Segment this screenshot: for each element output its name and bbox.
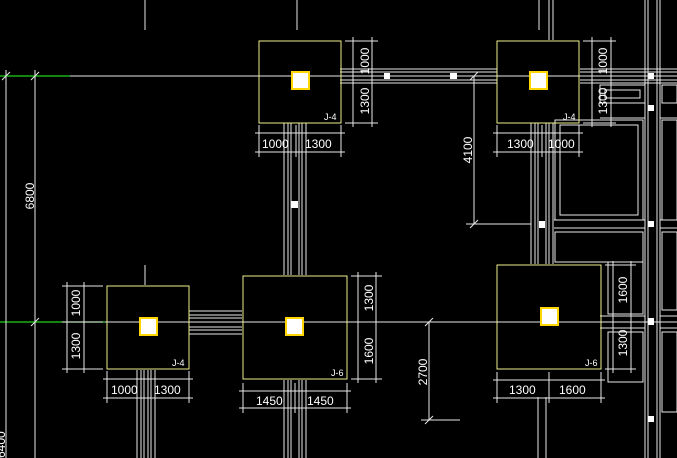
footing-dim-bottom: 1300 (154, 383, 181, 397)
footing-f1: J-4 1000 1300 1000 1300 (255, 37, 378, 157)
footing-dim-bottom: 1450 (256, 394, 283, 408)
footing-dim-side: 1000 (69, 289, 83, 316)
footing-tag: J-6 (331, 368, 344, 378)
footing-dim-side: 1600 (616, 276, 630, 303)
footing-dim-bottom: 1300 (507, 137, 534, 151)
footing-dim-side: 1600 (362, 337, 376, 364)
footing-f5: J-6 1300 1600 1600 1300 (493, 261, 636, 403)
footing-f2: J-4 1300 1000 1000 1300 (493, 37, 616, 157)
footing-dim-bottom: 1450 (307, 394, 334, 408)
footing-f4: J-6 1450 1450 1300 1600 (239, 272, 382, 413)
left-dimension-chain: 6800 6400 (0, 70, 40, 458)
footing-dim-side: 1300 (358, 87, 372, 114)
footing-dim-bottom: 1000 (262, 137, 289, 151)
footing-tag: J-6 (585, 358, 598, 368)
dim-4100: 4100 (461, 136, 475, 163)
footing-tag: J-4 (563, 112, 576, 122)
grid-axes (0, 0, 677, 323)
footing-dim-side: 1300 (616, 329, 630, 356)
dim-6800: 6800 (23, 182, 37, 209)
footing-tag: J-4 (324, 112, 337, 122)
dim-2700: 2700 (416, 358, 430, 385)
footing-dim-bottom: 1000 (548, 137, 575, 151)
footing-dim-bottom: 1000 (111, 383, 138, 397)
footing-dim-side: 1300 (362, 284, 376, 311)
footing-tag: J-4 (172, 358, 185, 368)
footing-dim-bottom: 1600 (559, 383, 586, 397)
dim-cut-label: 6400 (0, 431, 8, 458)
beam-lines (136, 0, 677, 458)
footing-dim-bottom: 1300 (509, 383, 536, 397)
footing-dim-side: 1000 (596, 47, 610, 74)
span-dimensions: 4100 2700 (416, 71, 531, 425)
footing-dim-side: 1300 (69, 332, 83, 359)
footing-dim-bottom: 1300 (305, 137, 332, 151)
footing-dim-side: 1300 (596, 87, 610, 114)
footing-f3: J-4 1000 1300 1000 1300 (62, 282, 193, 403)
footing-dim-side: 1000 (358, 47, 372, 74)
